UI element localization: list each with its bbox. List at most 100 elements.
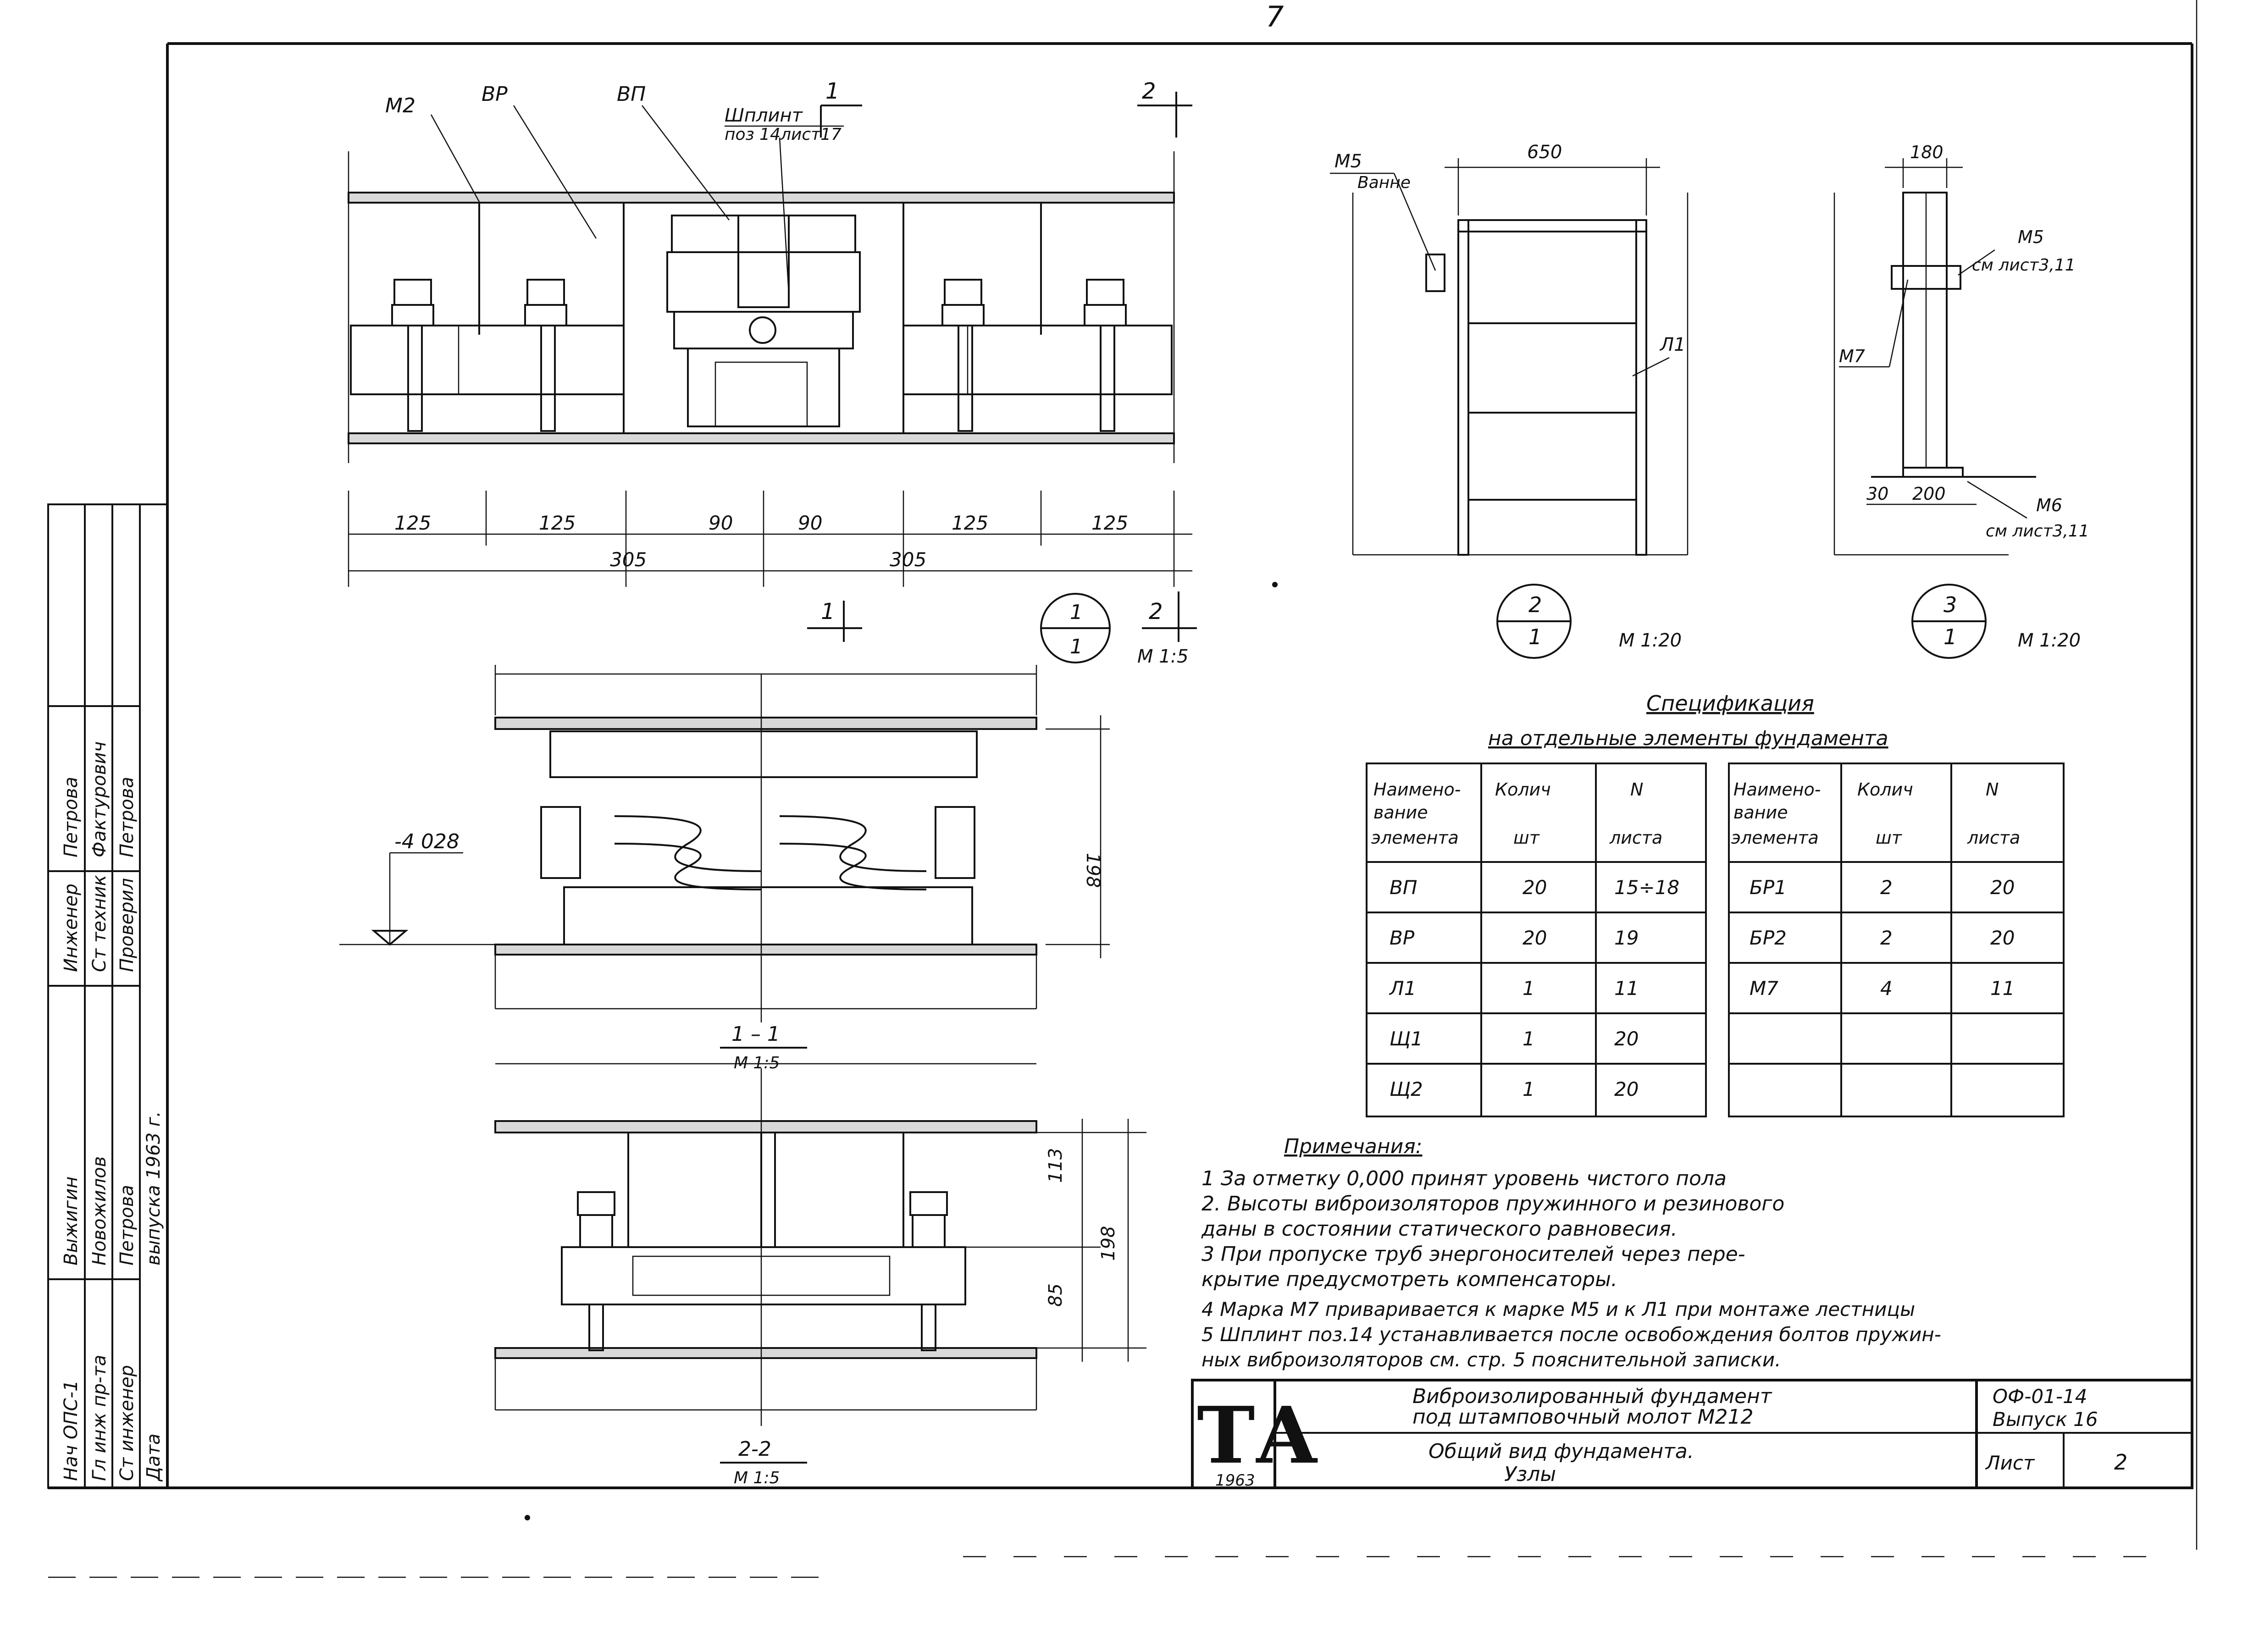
section-2-2-dim-198: 198 — [1098, 1226, 1119, 1261]
sheet-number: 2 — [2114, 1450, 2127, 1475]
stamp-entry: Ст инженер — [116, 1365, 138, 1481]
node-2-label-vanie: Ванне — [1357, 173, 1411, 192]
note-line-2: 2. Высоты виброизоляторов пружинного и р… — [1202, 1192, 1784, 1216]
spec-left-cell: Щ1 — [1390, 1028, 1423, 1050]
spec-left-cell: 11 — [1614, 977, 1639, 1000]
spec-right-hdr-sheet-2: листа — [1967, 828, 2020, 848]
spec-left-hdr-name-2: вание — [1373, 802, 1428, 823]
section-mark-1-bottom: 1 — [821, 599, 835, 624]
section-1-1: 198 -4 028 1 – 1 М 1:5 — [339, 665, 1110, 1072]
signature-stamp: Нач ОПС-1 Выжигин Гл инж пр-та Новожилов Ст … — [47, 503, 168, 1489]
note-line-5: крытие предусмотреть компенсаторы. — [1202, 1268, 1617, 1291]
dim-125-d: 125 — [1091, 512, 1128, 534]
subtitle-line-2: Узлы — [1504, 1463, 1556, 1486]
title-block: ТА 1963 Виброизолированный фундамент под… — [1191, 1379, 2193, 1490]
cotter-ref: поз 14лист17 — [725, 125, 842, 144]
section-mark-1-top: 1 — [825, 78, 840, 104]
spec-left-cell: 20 — [1614, 1078, 1639, 1100]
doc-code: ОФ-01-14 — [1993, 1385, 2087, 1408]
spec-left-cell: 1 — [1523, 1078, 1535, 1100]
cotter-label: Шплинт — [725, 105, 803, 126]
spec-right-cell: 20 — [1990, 927, 2015, 949]
section-mark-2-top: 2 — [1142, 78, 1156, 104]
section-1-1-scale: М 1:5 — [734, 1054, 780, 1072]
specification: Спецификация на отдельные элементы фунда… — [1366, 691, 2065, 1117]
notes-title: Примечания: — [1284, 1135, 1423, 1158]
stamp-entry: Нач ОПС-1 — [61, 1380, 82, 1481]
stamp-entry: Петрова — [116, 777, 138, 857]
spec-left-cell: 15÷18 — [1614, 876, 1679, 899]
node-1-sheet: 1 — [1070, 635, 1083, 658]
node-2-label-l1: Л1 — [1659, 334, 1686, 355]
spec-left-hdr-qty-1: Колич — [1495, 779, 1551, 800]
stamp-entry: Дата — [143, 1433, 164, 1482]
spec-right-cell: 11 — [1990, 977, 2015, 1000]
section-2-2-scale: М 1:5 — [734, 1469, 780, 1487]
dim-125-a: 125 — [394, 512, 431, 534]
stamp-entry: Инженер — [61, 884, 82, 972]
node-3-label-m7: М7 — [1839, 346, 1865, 366]
node-3-label-m5: М5 — [2018, 227, 2044, 247]
spec-left-hdr-name-3: элемента — [1371, 828, 1459, 848]
spec-left-cell: 20 — [1614, 1028, 1639, 1050]
page-number: 7 — [1266, 0, 1284, 33]
spec-left-cell: ВП — [1390, 876, 1417, 899]
spec-right-hdr-name-1: Наимено- — [1733, 779, 1821, 800]
spec-left-cell: Л1 — [1389, 977, 1416, 1000]
node-3-number: 3 — [1943, 592, 1957, 617]
spec-subtitle: на отдельные элементы фундамента — [1488, 727, 1888, 750]
spec-right-cell: 2 — [1880, 927, 1893, 949]
subtitle-line-1: Общий вид фундамента. — [1429, 1440, 1694, 1463]
spec-right-cell: 20 — [1990, 876, 2015, 899]
section-1-1-height: 198 — [1082, 853, 1103, 888]
node-2-scale: М 1:20 — [1619, 630, 1682, 651]
title-line-2: под штамповочный молот М212 — [1412, 1405, 1754, 1429]
node-2-label-m5: М5 — [1334, 151, 1362, 172]
spec-right-cell: БР1 — [1750, 876, 1787, 899]
node-3-dim-30: 30 — [1866, 484, 1888, 504]
section-2-2-dim-113: 113 — [1045, 1148, 1066, 1183]
spec-left-hdr-qty-2: шт — [1513, 828, 1540, 848]
dim-125-c: 125 — [952, 512, 988, 534]
artifact-dot — [525, 1515, 530, 1520]
stamp-entry: Гл инж пр-та — [89, 1355, 110, 1481]
node-3-dim-180: 180 — [1910, 142, 1943, 162]
spec-right-hdr-qty-2: шт — [1876, 828, 1903, 848]
spec-right-hdr-name-3: элемента — [1731, 828, 1819, 848]
spec-right-cell: 4 — [1880, 977, 1893, 1000]
stamp-entry: Выжигин — [61, 1177, 82, 1265]
stamp-text: Нач ОПС-1 Выжигин Гл инж пр-та Новожилов Ст … — [61, 741, 164, 1482]
spec-right-hdr-qty-1: Колич — [1857, 779, 1913, 800]
dim-90-b: 90 — [798, 512, 822, 534]
spec-right-cell: БР2 — [1750, 927, 1787, 949]
node-1-number: 1 — [1070, 601, 1083, 624]
spec-right-hdr-name-2: вание — [1733, 802, 1788, 823]
dim-125-b: 125 — [539, 512, 576, 534]
stamp-entry: Новожилов — [89, 1156, 110, 1265]
spec-right-cell: 2 — [1880, 876, 1893, 899]
artifact-dot — [1272, 582, 1278, 587]
stamp-entry: Петрова — [116, 1185, 138, 1265]
node-3-sheet: 1 — [1943, 624, 1957, 649]
stamp-entry: Проверил — [116, 878, 138, 972]
note-line-4: 3 При пропуске труб энергоносителей чере… — [1202, 1243, 1745, 1266]
stamp-entry: выпуска 1963 г. — [143, 1111, 164, 1265]
logo-ta: ТА — [1197, 1390, 1318, 1481]
note-line-7: 5 Шплинт поз.14 устанавливается после ос… — [1202, 1323, 1941, 1346]
node-3-detail-view: 180 М5 см лист3,11 М7 30 200 М6 см лист3… — [1833, 142, 2089, 659]
note-line-8: ных виброизоляторов см. стр. 5 пояснител… — [1202, 1348, 1781, 1371]
node-2-sheet: 1 — [1528, 624, 1542, 649]
sheet-label: Лист — [1985, 1452, 2035, 1474]
doc-issue: Выпуск 16 — [1993, 1408, 2098, 1431]
spec-left-cell: Щ2 — [1390, 1078, 1423, 1100]
dim-90-a: 90 — [709, 512, 733, 534]
node-3-label-m6: М6 — [2036, 495, 2062, 515]
node-1-plan-view: М2 ВР ВП Шплинт поз 14лист17 1 2 1 2 125… — [348, 78, 1197, 667]
stamp-entry: Ст техник — [89, 875, 110, 972]
section-2-2-dim-85: 85 — [1045, 1283, 1066, 1307]
spec-left-hdr-sheet-1: N — [1630, 779, 1643, 800]
spec-right-hdr-sheet-1: N — [1986, 779, 1999, 800]
callout-vr: ВР — [482, 83, 508, 106]
